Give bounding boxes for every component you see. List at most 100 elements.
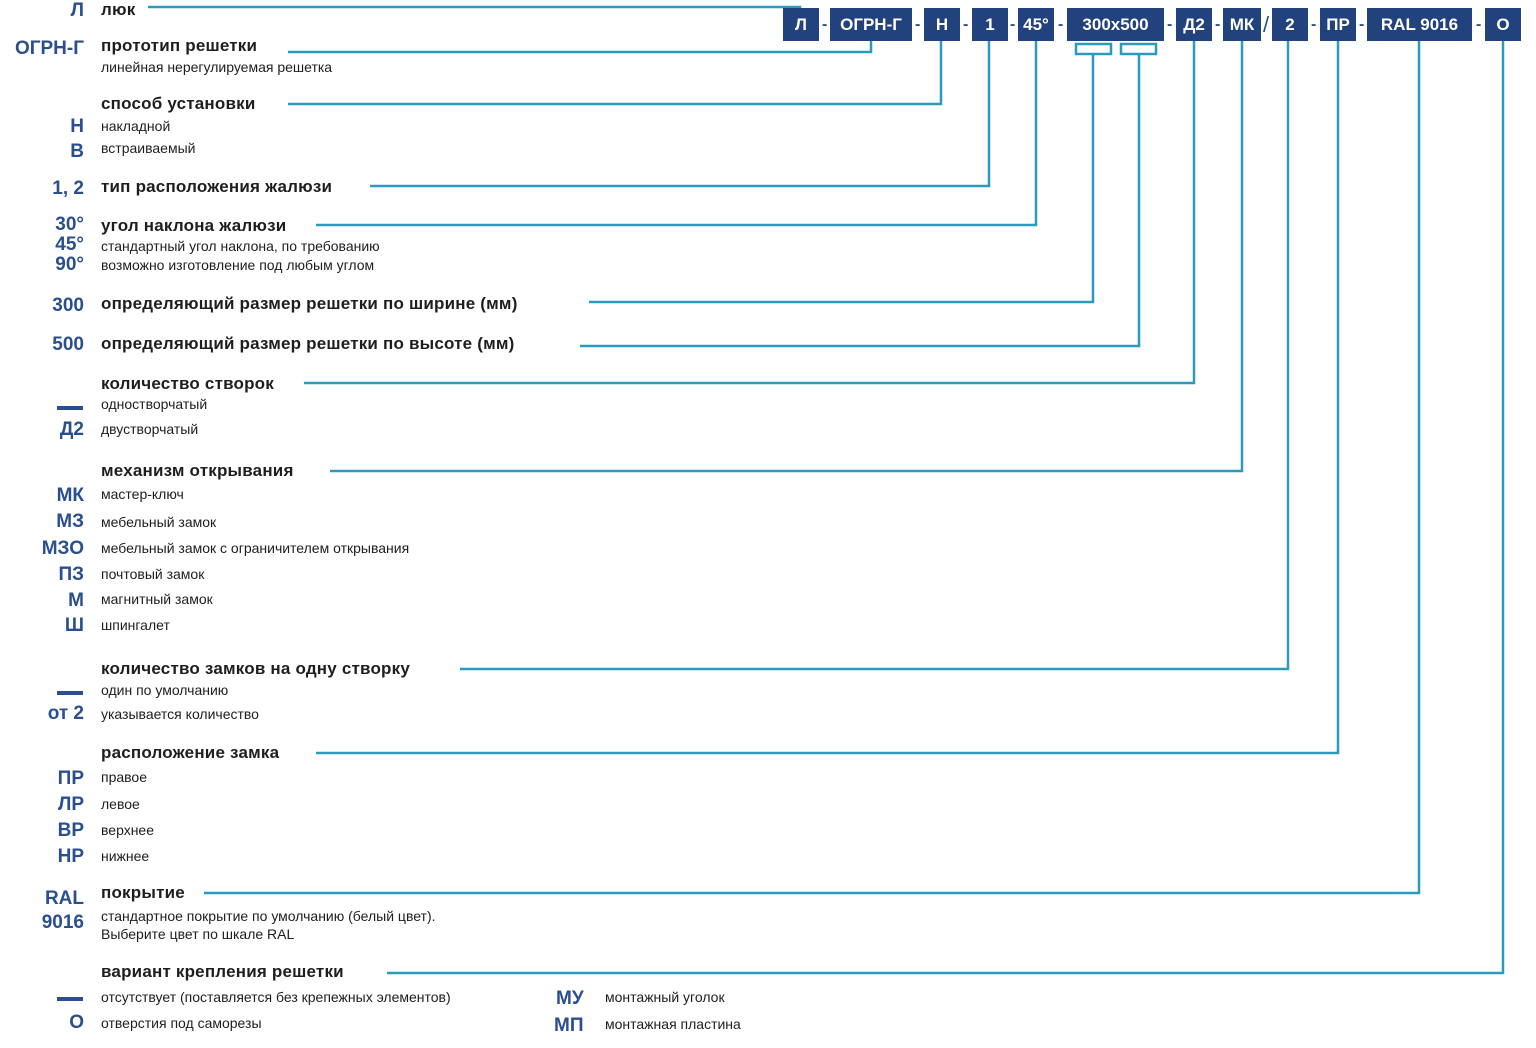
heading-luk: люк bbox=[101, 1, 144, 18]
code-mechanism-pz: ПЗ bbox=[58, 564, 84, 585]
code-angle-30: 30° bbox=[55, 214, 84, 235]
desc-mounting-none: отсутствует (поставляется без крепежных … bbox=[101, 989, 451, 1005]
dash-marker bbox=[57, 997, 83, 1001]
desc-locks-one: один по умолчанию bbox=[101, 682, 229, 698]
code-box-install: Н bbox=[924, 8, 960, 41]
connector-prototype bbox=[288, 41, 873, 54]
connector-lock-position bbox=[316, 41, 1340, 755]
desc-mounting-o: отверстия под саморезы bbox=[101, 1015, 262, 1031]
separator-dash: - bbox=[963, 16, 969, 33]
desc-install-nakladnoy: накладной bbox=[101, 118, 171, 134]
desc-angle-any: возможно изготовление под любым углом bbox=[101, 257, 375, 273]
code-mounting-mu: МУ bbox=[556, 988, 584, 1009]
desc-mounting-mu: монтажный уголок bbox=[605, 989, 725, 1005]
connector-coating bbox=[204, 41, 1421, 895]
connector-mechanism bbox=[330, 41, 1244, 473]
code-mounting-mp: МП bbox=[554, 1015, 584, 1036]
heading-prototype: прототип решетки bbox=[101, 37, 266, 54]
heading-angle: угол наклона жалюзи bbox=[101, 217, 295, 234]
code-mounting-o: О bbox=[69, 1012, 84, 1033]
desc-lock-vr: верхнее bbox=[101, 822, 154, 838]
code-box-lock-position: ПР bbox=[1320, 8, 1356, 41]
connector-install bbox=[288, 41, 943, 106]
code-box-locks: 2 bbox=[1272, 8, 1308, 41]
code-prototype: ОГРН-Г bbox=[14, 38, 84, 59]
desc-mechanism-sh: шпингалет bbox=[101, 617, 170, 633]
code-box-mechanism: МК bbox=[1223, 8, 1261, 41]
code-height: 500 bbox=[52, 334, 84, 355]
code-mechanism-mzo: МЗО bbox=[41, 538, 84, 559]
desc-mechanism-pz: почтовый замок bbox=[101, 566, 205, 582]
heading-lock-position: расположение замка bbox=[101, 744, 288, 761]
desc-coating-ral: Выберите цвет по шкале RAL bbox=[101, 926, 295, 942]
code-locks-from2: от 2 bbox=[47, 703, 84, 724]
code-mechanism-mk: МК bbox=[56, 485, 84, 506]
code-box-size: 300х500 bbox=[1067, 8, 1164, 41]
desc-leaves-single: одностворчатый bbox=[101, 396, 208, 412]
desc-locks-from2: указывается количество bbox=[101, 706, 259, 722]
connector-luk bbox=[148, 5, 802, 12]
desc-mechanism-mzo: мебельный замок с ограничителем открыван… bbox=[101, 540, 410, 556]
heading-louvre-type: тип расположения жалюзи bbox=[101, 178, 341, 195]
code-width: 300 bbox=[52, 295, 84, 316]
desc-prototype: линейная нерегулируемая решетка bbox=[101, 59, 333, 75]
code-angle-90: 90° bbox=[55, 254, 84, 275]
code-box-leaves: Д2 bbox=[1176, 8, 1212, 41]
heading-mounting: вариант крепления решетки bbox=[101, 963, 352, 980]
code-box-luk: Л bbox=[783, 8, 819, 41]
separator-dash: - bbox=[1010, 16, 1016, 33]
connector-angle bbox=[316, 41, 1038, 227]
connector-mounting bbox=[387, 41, 1505, 975]
heading-install: способ установки bbox=[101, 95, 264, 112]
separator-slash: / bbox=[1263, 12, 1270, 37]
separator-dash: - bbox=[1215, 16, 1221, 33]
code-coating-9016: 9016 bbox=[41, 912, 84, 933]
separator-dash: - bbox=[1359, 16, 1365, 33]
heading-width: определяющий размер решетки по ширине (м… bbox=[101, 295, 526, 312]
heading-height: определяющий размер решетки по высоте (м… bbox=[101, 335, 523, 352]
separator-dash: - bbox=[822, 16, 828, 33]
connector-locks bbox=[460, 41, 1290, 671]
code-lock-lr: ЛР bbox=[57, 794, 84, 815]
desc-lock-pr: правое bbox=[101, 769, 148, 785]
code-mechanism-mz: МЗ bbox=[56, 511, 84, 532]
code-angle-45: 45° bbox=[55, 234, 84, 255]
heading-coating: покрытие bbox=[101, 884, 193, 901]
separator-dash: - bbox=[1476, 16, 1482, 33]
code-box-mounting: О bbox=[1485, 8, 1521, 41]
code-box-louvre-type: 1 bbox=[972, 8, 1008, 41]
dash-marker bbox=[57, 691, 83, 695]
desc-leaves-double: двустворчатый bbox=[101, 421, 199, 437]
code-coating-ral: RAL bbox=[44, 888, 84, 909]
connector-height bbox=[580, 42, 1158, 348]
separator-dash: - bbox=[1311, 16, 1317, 33]
heading-leaves: количество створок bbox=[101, 375, 282, 392]
desc-lock-lr: левое bbox=[101, 796, 140, 812]
code-box-coating: RAL 9016 bbox=[1367, 8, 1472, 41]
code-install-nakladnoy: Н bbox=[70, 116, 84, 137]
connector-leaves bbox=[304, 41, 1196, 385]
desc-mechanism-mz: мебельный замок bbox=[101, 514, 217, 530]
heading-mechanism: механизм открывания bbox=[101, 462, 302, 479]
code-leaves-double: Д2 bbox=[59, 419, 84, 440]
separator-dash: - bbox=[915, 16, 921, 33]
connector-louvre-type bbox=[370, 41, 991, 188]
connector-width bbox=[589, 42, 1113, 304]
desc-angle-standard: стандартный угол наклона, по требованию bbox=[101, 238, 380, 254]
code-lock-vr: ВР bbox=[57, 820, 84, 841]
code-lock-nr: НР bbox=[57, 846, 84, 867]
heading-locks: количество замков на одну створку bbox=[101, 660, 418, 677]
desc-mechanism-m: магнитный замок bbox=[101, 591, 213, 607]
desc-mounting-mp: монтажная пластина bbox=[605, 1016, 741, 1032]
code-louvre-type: 1, 2 bbox=[52, 178, 84, 199]
code-box-angle: 45° bbox=[1018, 8, 1054, 41]
desc-install-vstraivaemyy: встраиваемый bbox=[101, 140, 196, 156]
desc-lock-nr: нижнее bbox=[101, 848, 150, 864]
code-mechanism-sh: Ш bbox=[64, 615, 84, 636]
separator-dash: - bbox=[1167, 16, 1173, 33]
dash-marker bbox=[57, 406, 83, 410]
desc-mechanism-mk: мастер-ключ bbox=[101, 486, 184, 502]
code-lock-pr: ПР bbox=[57, 768, 84, 789]
code-mechanism-m: М bbox=[68, 590, 84, 611]
